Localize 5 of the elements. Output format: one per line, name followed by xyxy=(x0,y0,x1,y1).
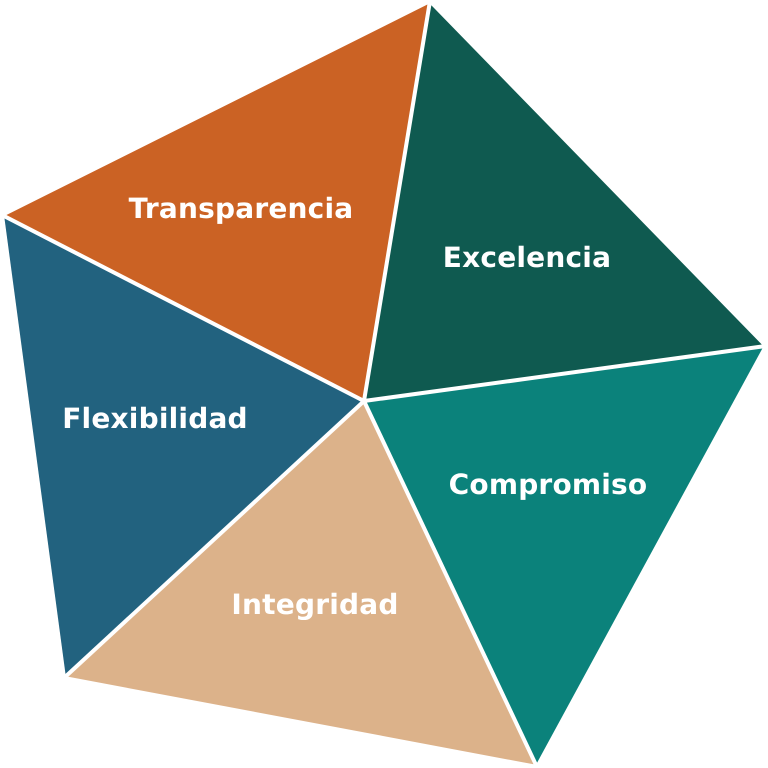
segment-label: Flexibilidad xyxy=(62,402,248,436)
segment-label: Excelencia xyxy=(442,242,612,274)
segment-label: Integridad xyxy=(231,588,399,622)
segment-label: Compromiso xyxy=(448,468,648,502)
segment-label: Transparencia xyxy=(128,192,354,226)
